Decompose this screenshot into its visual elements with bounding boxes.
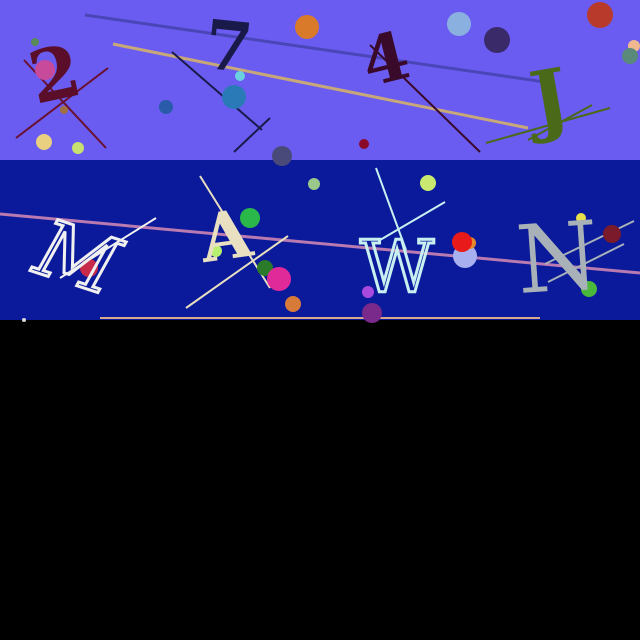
top-noise-dots [31, 2, 640, 166]
empty-area [0, 320, 640, 640]
captcha-char-8: N [513, 202, 603, 316]
captcha-char-6: A [194, 194, 257, 279]
bottom-noise-dots [22, 175, 621, 323]
top-noise-lines [15, 13, 611, 153]
captcha-char-7: W [360, 225, 434, 309]
top-characters: 2 7 4 J [22, 5, 576, 148]
band-bottom [0, 160, 640, 320]
captcha-char-2: 7 [201, 5, 256, 90]
